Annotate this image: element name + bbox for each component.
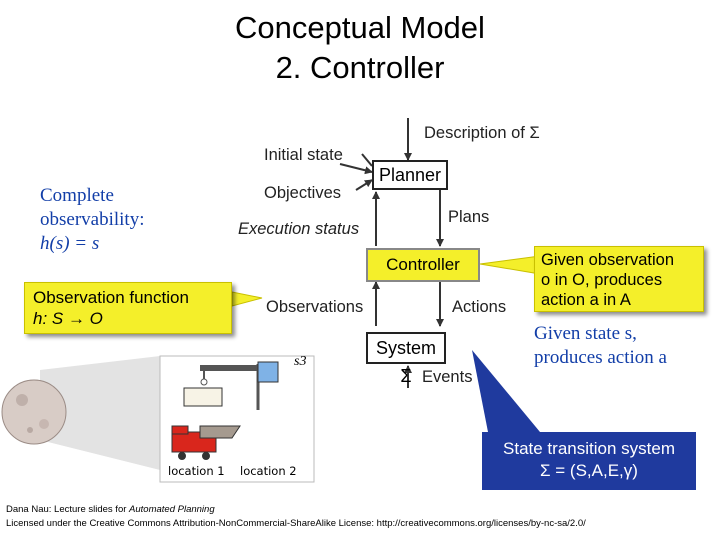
sensor-beam [40,356,160,470]
given-state-line-1: Given state s, [534,323,637,344]
controller-label: Controller [386,255,460,274]
given-observation-line-3: action a in A [541,291,631,309]
footer-credit-prefix: Dana Nau: Lecture slides for [6,504,130,515]
footer-credit-book: Automated Planning [129,504,215,515]
plans-label: Plans [448,208,490,226]
crane-tower [257,361,279,383]
scene-frame [159,355,315,483]
actions-label: Actions [452,298,507,316]
observation-callout-pointer [231,291,263,307]
observability-formula: h(s) = s [40,233,100,254]
given-observation-box: Given observation o in O, produces actio… [534,246,704,312]
given-observation-line-2: o in O, produces [541,271,663,289]
footer-license: Licensed under the Creative Commons Attr… [6,518,586,529]
given-observation-callout-pointer [479,255,541,275]
page-title: Conceptual Model 2. Controller [0,8,720,88]
given-state-line-2: produces action a [534,347,667,368]
controller-box: Controller [366,248,480,282]
given-state-note: Given state s, produces action a [534,322,667,370]
state-transition-line-1: State transition system [503,439,675,458]
objectives-arrow [355,179,373,191]
observation-function-line-1: Observation function [33,288,189,307]
planner-box: Planner [372,160,448,190]
system-box: System Σ [366,332,446,386]
observation-function-line-2: h: S → O [33,309,103,328]
observation-function-box: Observation function h: S → O [24,282,232,334]
location-1-label: location 1 [168,464,225,478]
state-label: s3 [294,354,307,369]
planet [1,379,67,445]
objectives-label: Objectives [264,184,342,202]
complete-observability-note: Complete observability: h(s) = s [40,184,144,256]
execution-status-label: Execution status [238,220,360,238]
observations-label: Observations [266,298,364,316]
title-line-1: Conceptual Model [235,10,485,45]
location-2-label: location 2 [240,464,297,478]
footer-credit: Dana Nau: Lecture slides for Automated P… [6,504,215,515]
complete-line-2: observability: [40,209,145,230]
complete-line-1: Complete [40,185,114,206]
title-line-2: 2. Controller [275,50,445,85]
description-label: Description of Σ [424,124,540,142]
state-transition-line-2: Σ = (S,A,E,γ) [540,461,638,480]
initial-state-arrow [361,153,373,167]
given-observation-line-1: Given observation [541,251,674,269]
state-transition-box: State transition system Σ = (S,A,E,γ) [482,432,696,490]
planner-label: Planner [378,165,442,185]
system-label: System Σ [375,338,436,386]
initial-state-label: Initial state [264,146,343,164]
container [183,387,223,407]
state-transition-callout-pointer [472,350,540,432]
events-label: Events [422,368,473,386]
